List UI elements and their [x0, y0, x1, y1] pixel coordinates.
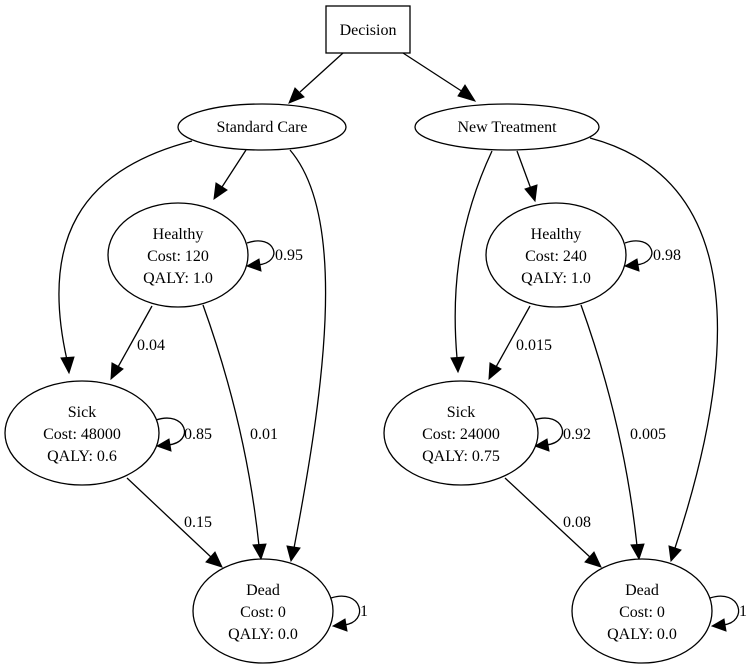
arrowhead	[286, 545, 301, 563]
standard-care-node[interactable]	[177, 103, 347, 151]
edge-standard-dead	[289, 149, 327, 549]
new-sick-qaly: QALY: 0.75	[422, 448, 500, 465]
new-healthy-node[interactable]	[485, 202, 627, 308]
new-healthy-qaly: QALY: 1.0	[521, 270, 591, 287]
edge-std-dead-self	[330, 595, 361, 626]
new-dead-qaly: QALY: 0.0	[607, 626, 677, 643]
new-healthy-cost: Cost: 240	[525, 248, 587, 265]
std-sick-cost: Cost: 48000	[43, 426, 121, 443]
new-healthy-name: Healthy	[531, 226, 582, 243]
edge-new-healthy-self	[624, 240, 653, 266]
std-healthy-cost: Cost: 120	[147, 248, 209, 265]
edge-new-sick-self	[533, 417, 564, 446]
prob-new-sick-self: 0.92	[563, 426, 591, 443]
edge-std-sick-dead	[126, 477, 213, 559]
arrowhead	[331, 618, 348, 632]
std-dead-node[interactable]	[192, 558, 334, 664]
edge-decision-new	[402, 52, 464, 93]
edge-new-healthy-sick	[495, 305, 531, 368]
edge-new-healthy	[516, 150, 532, 190]
std-dead-cost: Cost: 0	[240, 604, 286, 621]
decision-label: Decision	[340, 22, 397, 39]
std-dead-name: Dead	[246, 582, 280, 599]
new-dead-cost: Cost: 0	[619, 604, 665, 621]
edge-std-healthy-self	[246, 240, 275, 266]
std-healthy-qaly: QALY: 1.0	[143, 270, 213, 287]
arrowhead	[668, 545, 682, 563]
arrowhead	[623, 258, 640, 272]
prob-new-healthy-dead: 0.005	[630, 426, 666, 443]
arrowhead	[110, 362, 124, 381]
arrowhead	[205, 551, 223, 568]
arrowhead	[252, 543, 267, 561]
edge-new-sick-dead	[504, 477, 592, 559]
arrowhead	[213, 182, 228, 201]
arrowhead	[630, 543, 645, 561]
arrowhead	[710, 618, 727, 632]
std-dead-qaly: QALY: 0.0	[228, 626, 298, 643]
new-treatment-label: New Treatment	[457, 119, 557, 136]
edge-decision-standard	[299, 52, 344, 93]
edge-std-healthy-sick	[117, 305, 153, 368]
std-healthy-name: Healthy	[153, 226, 204, 243]
prob-new-sick-dead: 0.08	[563, 514, 591, 531]
new-sick-name: Sick	[447, 404, 475, 421]
arrowhead	[533, 438, 550, 452]
std-sick-node[interactable]	[4, 380, 160, 486]
arrowhead	[245, 258, 262, 272]
prob-std-sick-self: 0.85	[184, 426, 212, 443]
edge-standard-sick	[58, 140, 193, 361]
prob-new-healthy-sick: 0.015	[516, 337, 552, 354]
new-treatment-node[interactable]	[414, 103, 600, 151]
edge-std-sick-self	[155, 417, 186, 446]
edge-new-sick	[454, 150, 493, 359]
std-healthy-node[interactable]	[107, 202, 249, 308]
edge-new-dead-self	[709, 595, 740, 626]
edge-std-healthy-dead	[202, 304, 260, 547]
arrowhead	[584, 551, 602, 568]
prob-std-healthy-self: 0.95	[275, 247, 303, 264]
std-sick-qaly: QALY: 0.6	[47, 448, 117, 465]
arrowhead	[488, 362, 502, 381]
arrowhead	[288, 87, 305, 104]
prob-std-sick-dead: 0.15	[184, 514, 212, 531]
prob-std-healthy-dead: 0.01	[250, 426, 278, 443]
arrowhead	[524, 184, 538, 203]
new-sick-cost: Cost: 24000	[422, 426, 500, 443]
std-sick-name: Sick	[68, 404, 96, 421]
edge-standard-healthy	[221, 149, 247, 188]
decision-node[interactable]	[325, 5, 411, 54]
prob-new-healthy-self: 0.98	[653, 247, 681, 264]
arrowhead	[60, 356, 75, 375]
prob-std-healthy-sick: 0.04	[137, 337, 165, 354]
edge-new-dead	[589, 137, 719, 549]
prob-std-dead-self: 1	[360, 603, 368, 620]
prob-new-dead-self: 1	[739, 603, 747, 620]
new-dead-name: Dead	[625, 582, 659, 599]
edge-new-healthy-dead	[580, 304, 638, 547]
arrowhead	[457, 84, 477, 102]
new-sick-node[interactable]	[383, 380, 539, 486]
arrowhead	[450, 356, 465, 374]
new-dead-node[interactable]	[571, 558, 713, 664]
arrowhead	[155, 438, 172, 452]
standard-care-label: Standard Care	[216, 119, 307, 136]
